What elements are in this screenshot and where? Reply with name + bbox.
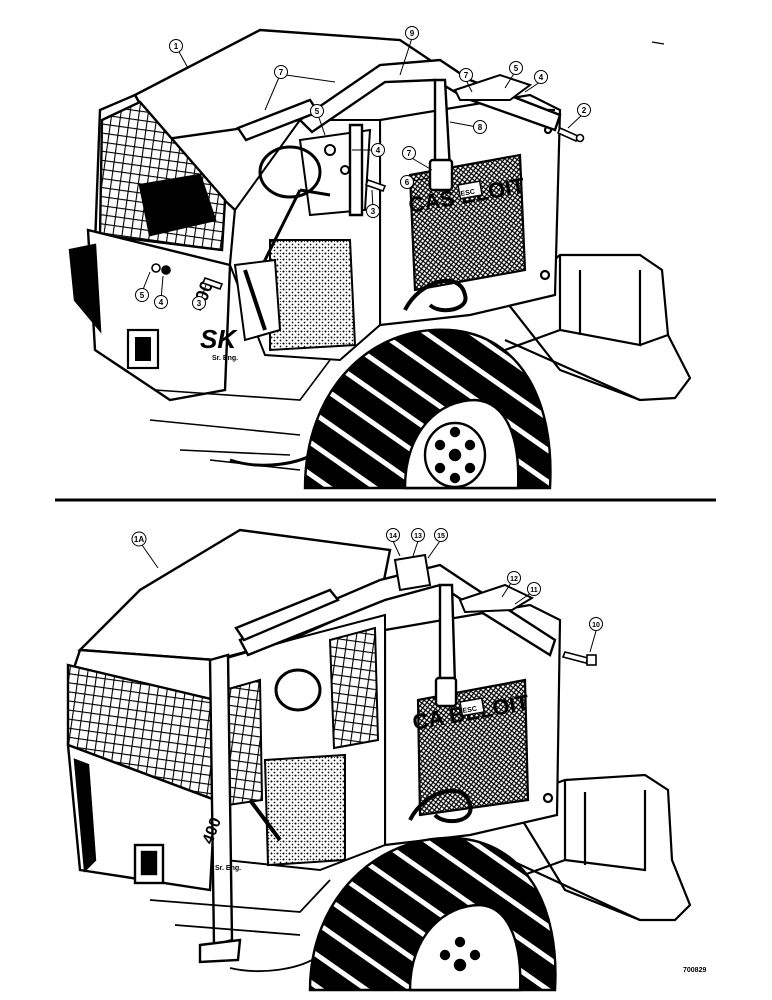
muffler-bottom: [458, 583, 535, 614]
top-view-tractor: CAS ELOIT ESC: [68, 26, 692, 490]
model-letters-top: SK: [200, 324, 238, 354]
engine-hood-bottom: [383, 603, 562, 847]
callout-2: 2: [582, 106, 587, 115]
callout-4-a: 4: [539, 73, 544, 82]
access-plate-bottom-detail: [140, 850, 158, 876]
callout-5-c: 5: [140, 291, 145, 300]
hydraulic-hose-bottom: [408, 788, 473, 824]
callout-14: 14: [389, 533, 397, 540]
figure-number: 700829: [683, 967, 706, 974]
callouts-top: [135, 26, 591, 310]
callout-9: 9: [410, 29, 415, 38]
callout-11: 11: [530, 587, 538, 594]
brand-badge-bottom: [459, 697, 485, 717]
callout-7-b: 7: [464, 71, 469, 80]
cab-canopy: [68, 28, 433, 402]
callouts-bottom: [131, 528, 603, 653]
callout-1a: 1A: [134, 535, 144, 544]
cab-interior-bottom: [218, 613, 386, 872]
callout-15: 15: [437, 533, 445, 540]
callout-5-a: 5: [514, 64, 519, 73]
access-plate-top-detail: [135, 337, 151, 361]
callout-4-b: 4: [376, 146, 381, 155]
corner-mark: [651, 41, 665, 45]
brand-badge-text-bottom: ESC: [462, 706, 477, 715]
bolts-top: [151, 126, 585, 291]
frame-lines-bottom: [149, 879, 331, 973]
callout-13: 13: [414, 533, 422, 540]
model-sub-bottom: Sr. Eng.: [215, 865, 241, 872]
callout-3-a: 3: [371, 207, 376, 216]
roll-bar-top: [236, 58, 562, 217]
callout-3-b: 3: [197, 299, 202, 308]
bolt-bottom: [561, 651, 597, 666]
callout-12: 12: [510, 576, 518, 583]
callout-10: 10: [592, 622, 600, 629]
bottom-view-tractor: CA BELOIT ESC: [66, 528, 706, 992]
engine-hood: [378, 93, 562, 327]
callout-8: 8: [478, 123, 483, 132]
clamp-bottom: [393, 553, 432, 592]
model-sub-top: Sr. Eng.: [212, 355, 238, 362]
muffler-top: [453, 73, 533, 101]
front-tire-bottom: [308, 836, 557, 992]
cab-interior: [228, 119, 381, 362]
callout-1: 1: [174, 42, 179, 51]
callout-7-a: 7: [279, 68, 284, 77]
callout-labels-bottom: 1A 14 13 15 12 11 10: [134, 533, 600, 629]
callout-labels-top: 1 9 7 7 5 4 2 8 5 4 7 6 3 5 4 3: [140, 29, 587, 308]
callout-7-c: 7: [407, 149, 412, 158]
hydraulic-hose-top: [403, 278, 468, 313]
frame-lines-top: [149, 359, 331, 471]
brand-badge-text-top: ESC: [460, 189, 475, 198]
callout-4-c: 4: [159, 298, 164, 307]
brand-badge-top: [457, 180, 483, 200]
callout-6: 6: [405, 178, 410, 187]
front-tire-top: [303, 328, 552, 490]
callout-5-b: 5: [315, 107, 320, 116]
